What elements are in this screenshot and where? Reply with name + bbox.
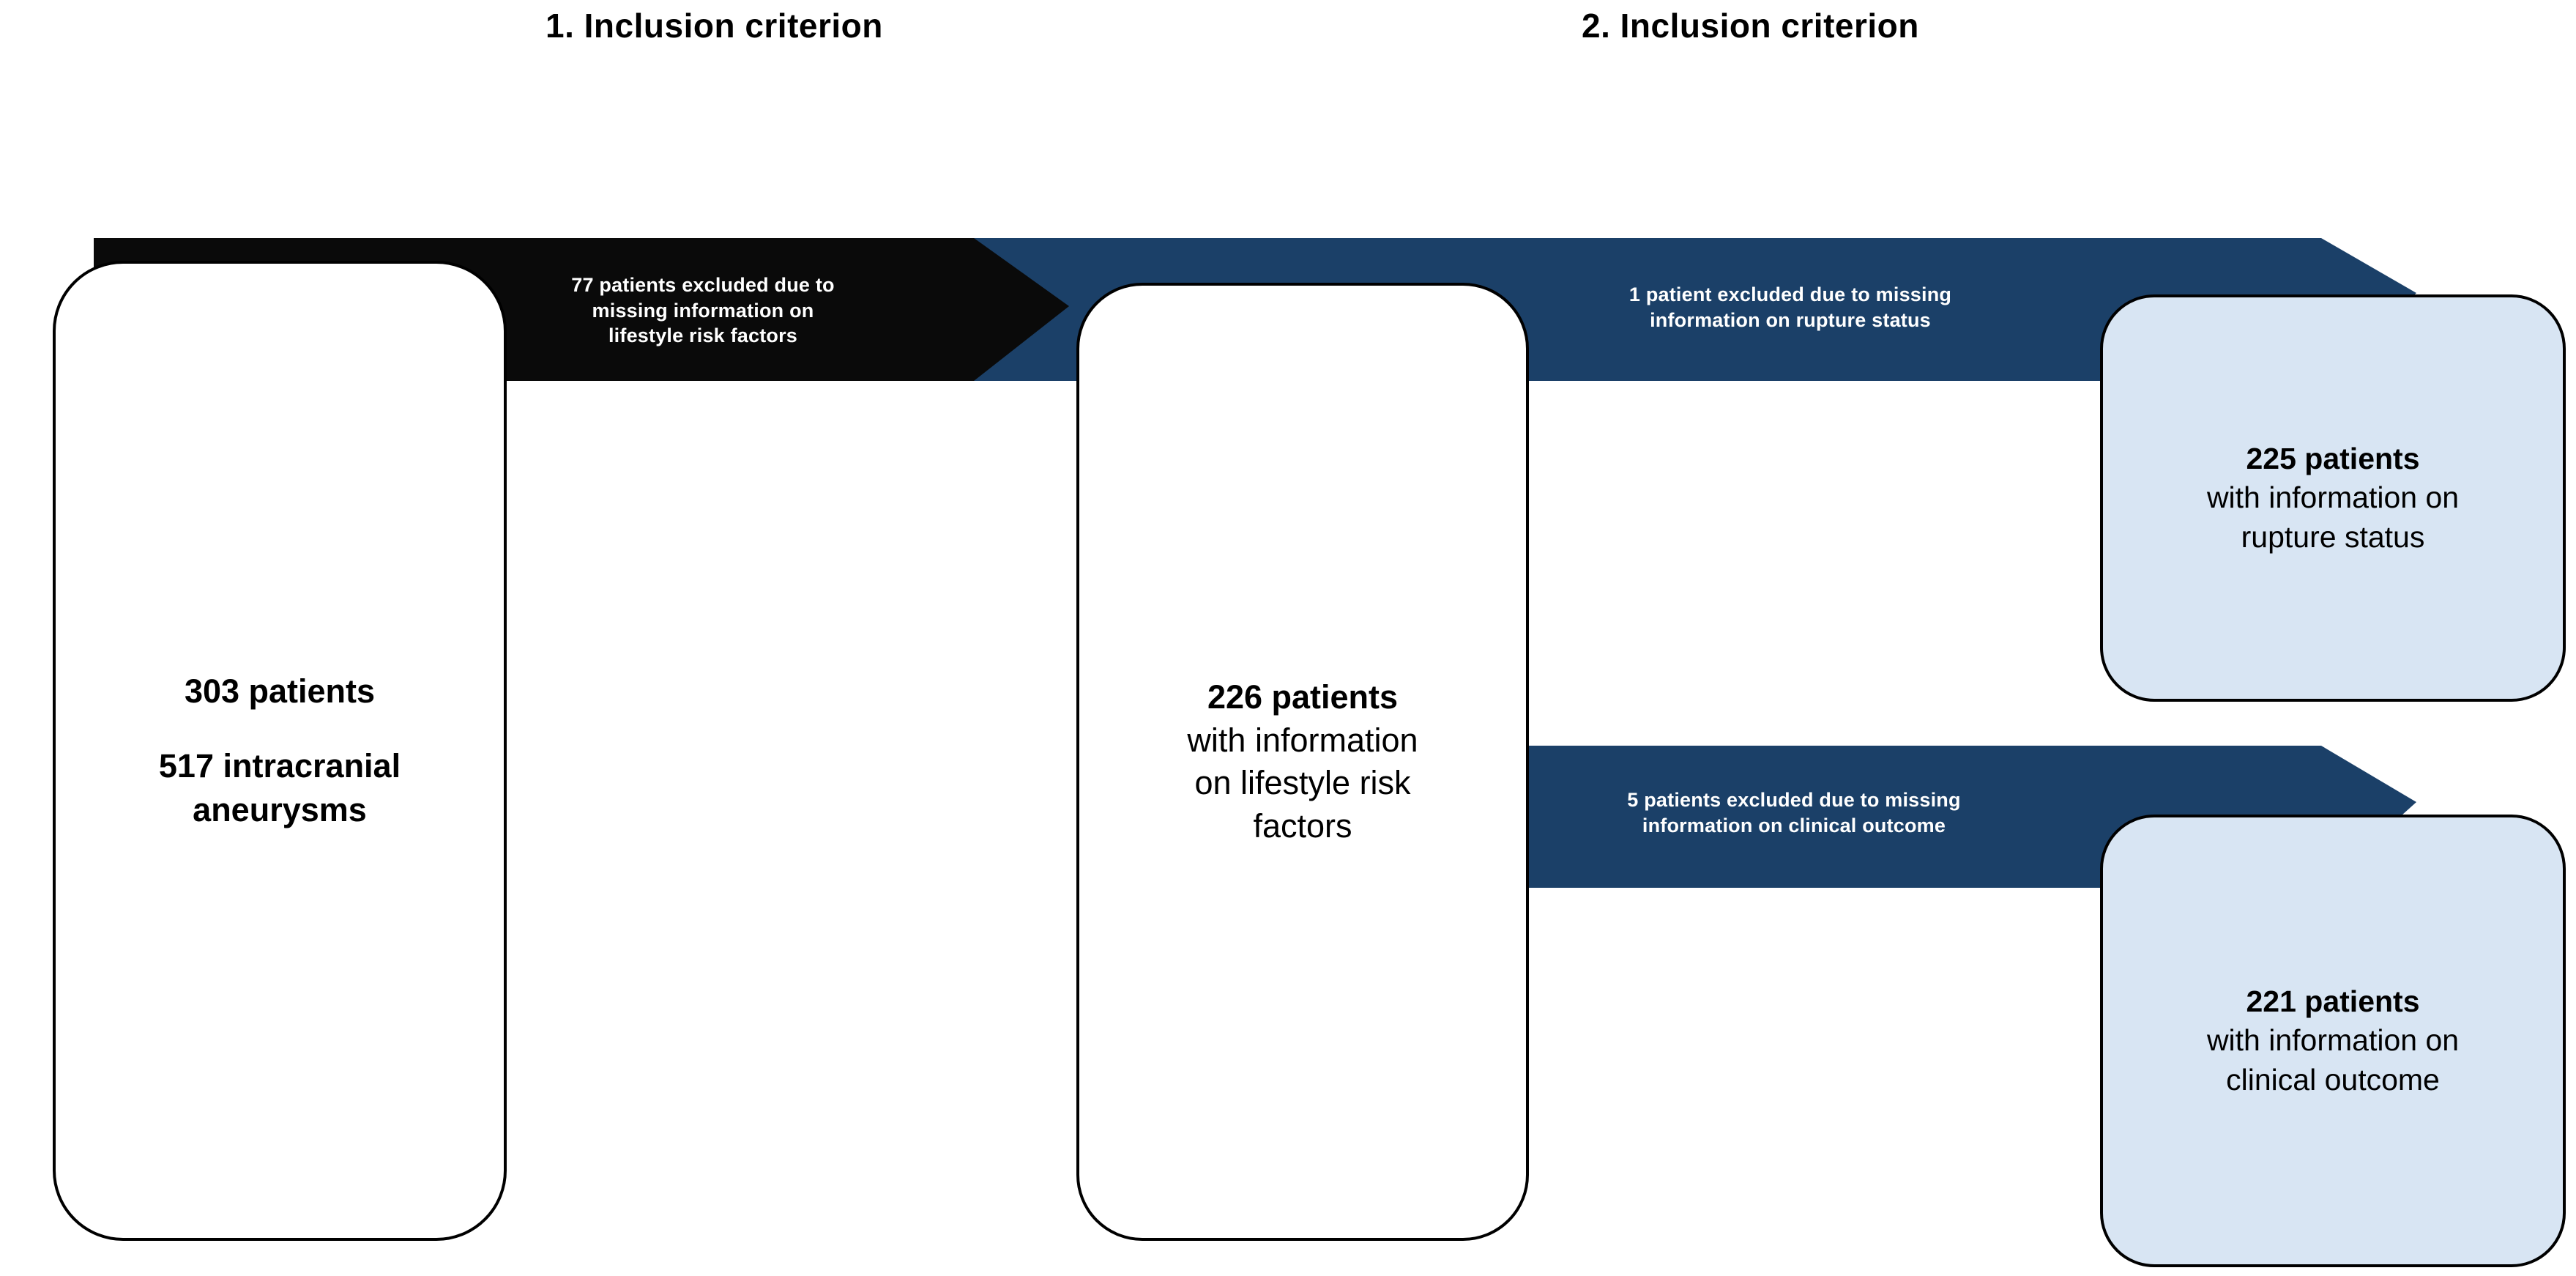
exclusion-label-outcome: 5 patients excluded due to missing infor… xyxy=(1627,789,1961,837)
node-rupture-cohort: 225 patients with information on rupture… xyxy=(2100,294,2566,702)
column-header-criterion-1: 1. Inclusion criterion xyxy=(546,7,883,45)
node-lifestyle-desc-line3: factors xyxy=(1253,806,1352,845)
node-baseline-cohort: 303 patients 517 intracranial aneurysms xyxy=(53,261,507,1241)
node-rupture-count: 225 patients xyxy=(2246,442,2420,476)
node-lifestyle-desc-line1: with information xyxy=(1187,721,1418,759)
exclusion-label-rupture: 1 patient excluded due to missing inform… xyxy=(1628,283,1952,331)
exclusion-label-lifestyle: 77 patients excluded due to missing info… xyxy=(571,274,835,347)
node-baseline-aneurysms-line1: 517 intracranial xyxy=(158,746,401,784)
node-baseline-spacer xyxy=(75,713,485,744)
node-lifestyle-count: 226 patients xyxy=(1207,678,1399,716)
column-header-criterion-2: 2. Inclusion criterion xyxy=(1582,7,1919,45)
node-outcome-count: 221 patients xyxy=(2246,984,2420,1019)
node-outcome-cohort: 221 patients with information on clinica… xyxy=(2100,815,2566,1267)
node-rupture-desc-line1: with information on xyxy=(2206,481,2460,515)
node-lifestyle-desc-line2: on lifestyle risk xyxy=(1194,764,1411,801)
node-rupture-desc-line2: rupture status xyxy=(2241,519,2425,554)
node-baseline-patients: 303 patients xyxy=(184,672,376,710)
node-outcome-desc-line1: with information on xyxy=(2206,1023,2460,1058)
node-baseline-aneurysms-line2: aneurysms xyxy=(193,791,367,829)
node-outcome-desc-line2: clinical outcome xyxy=(2226,1062,2440,1097)
node-lifestyle-cohort: 226 patients with information on lifesty… xyxy=(1076,283,1529,1241)
